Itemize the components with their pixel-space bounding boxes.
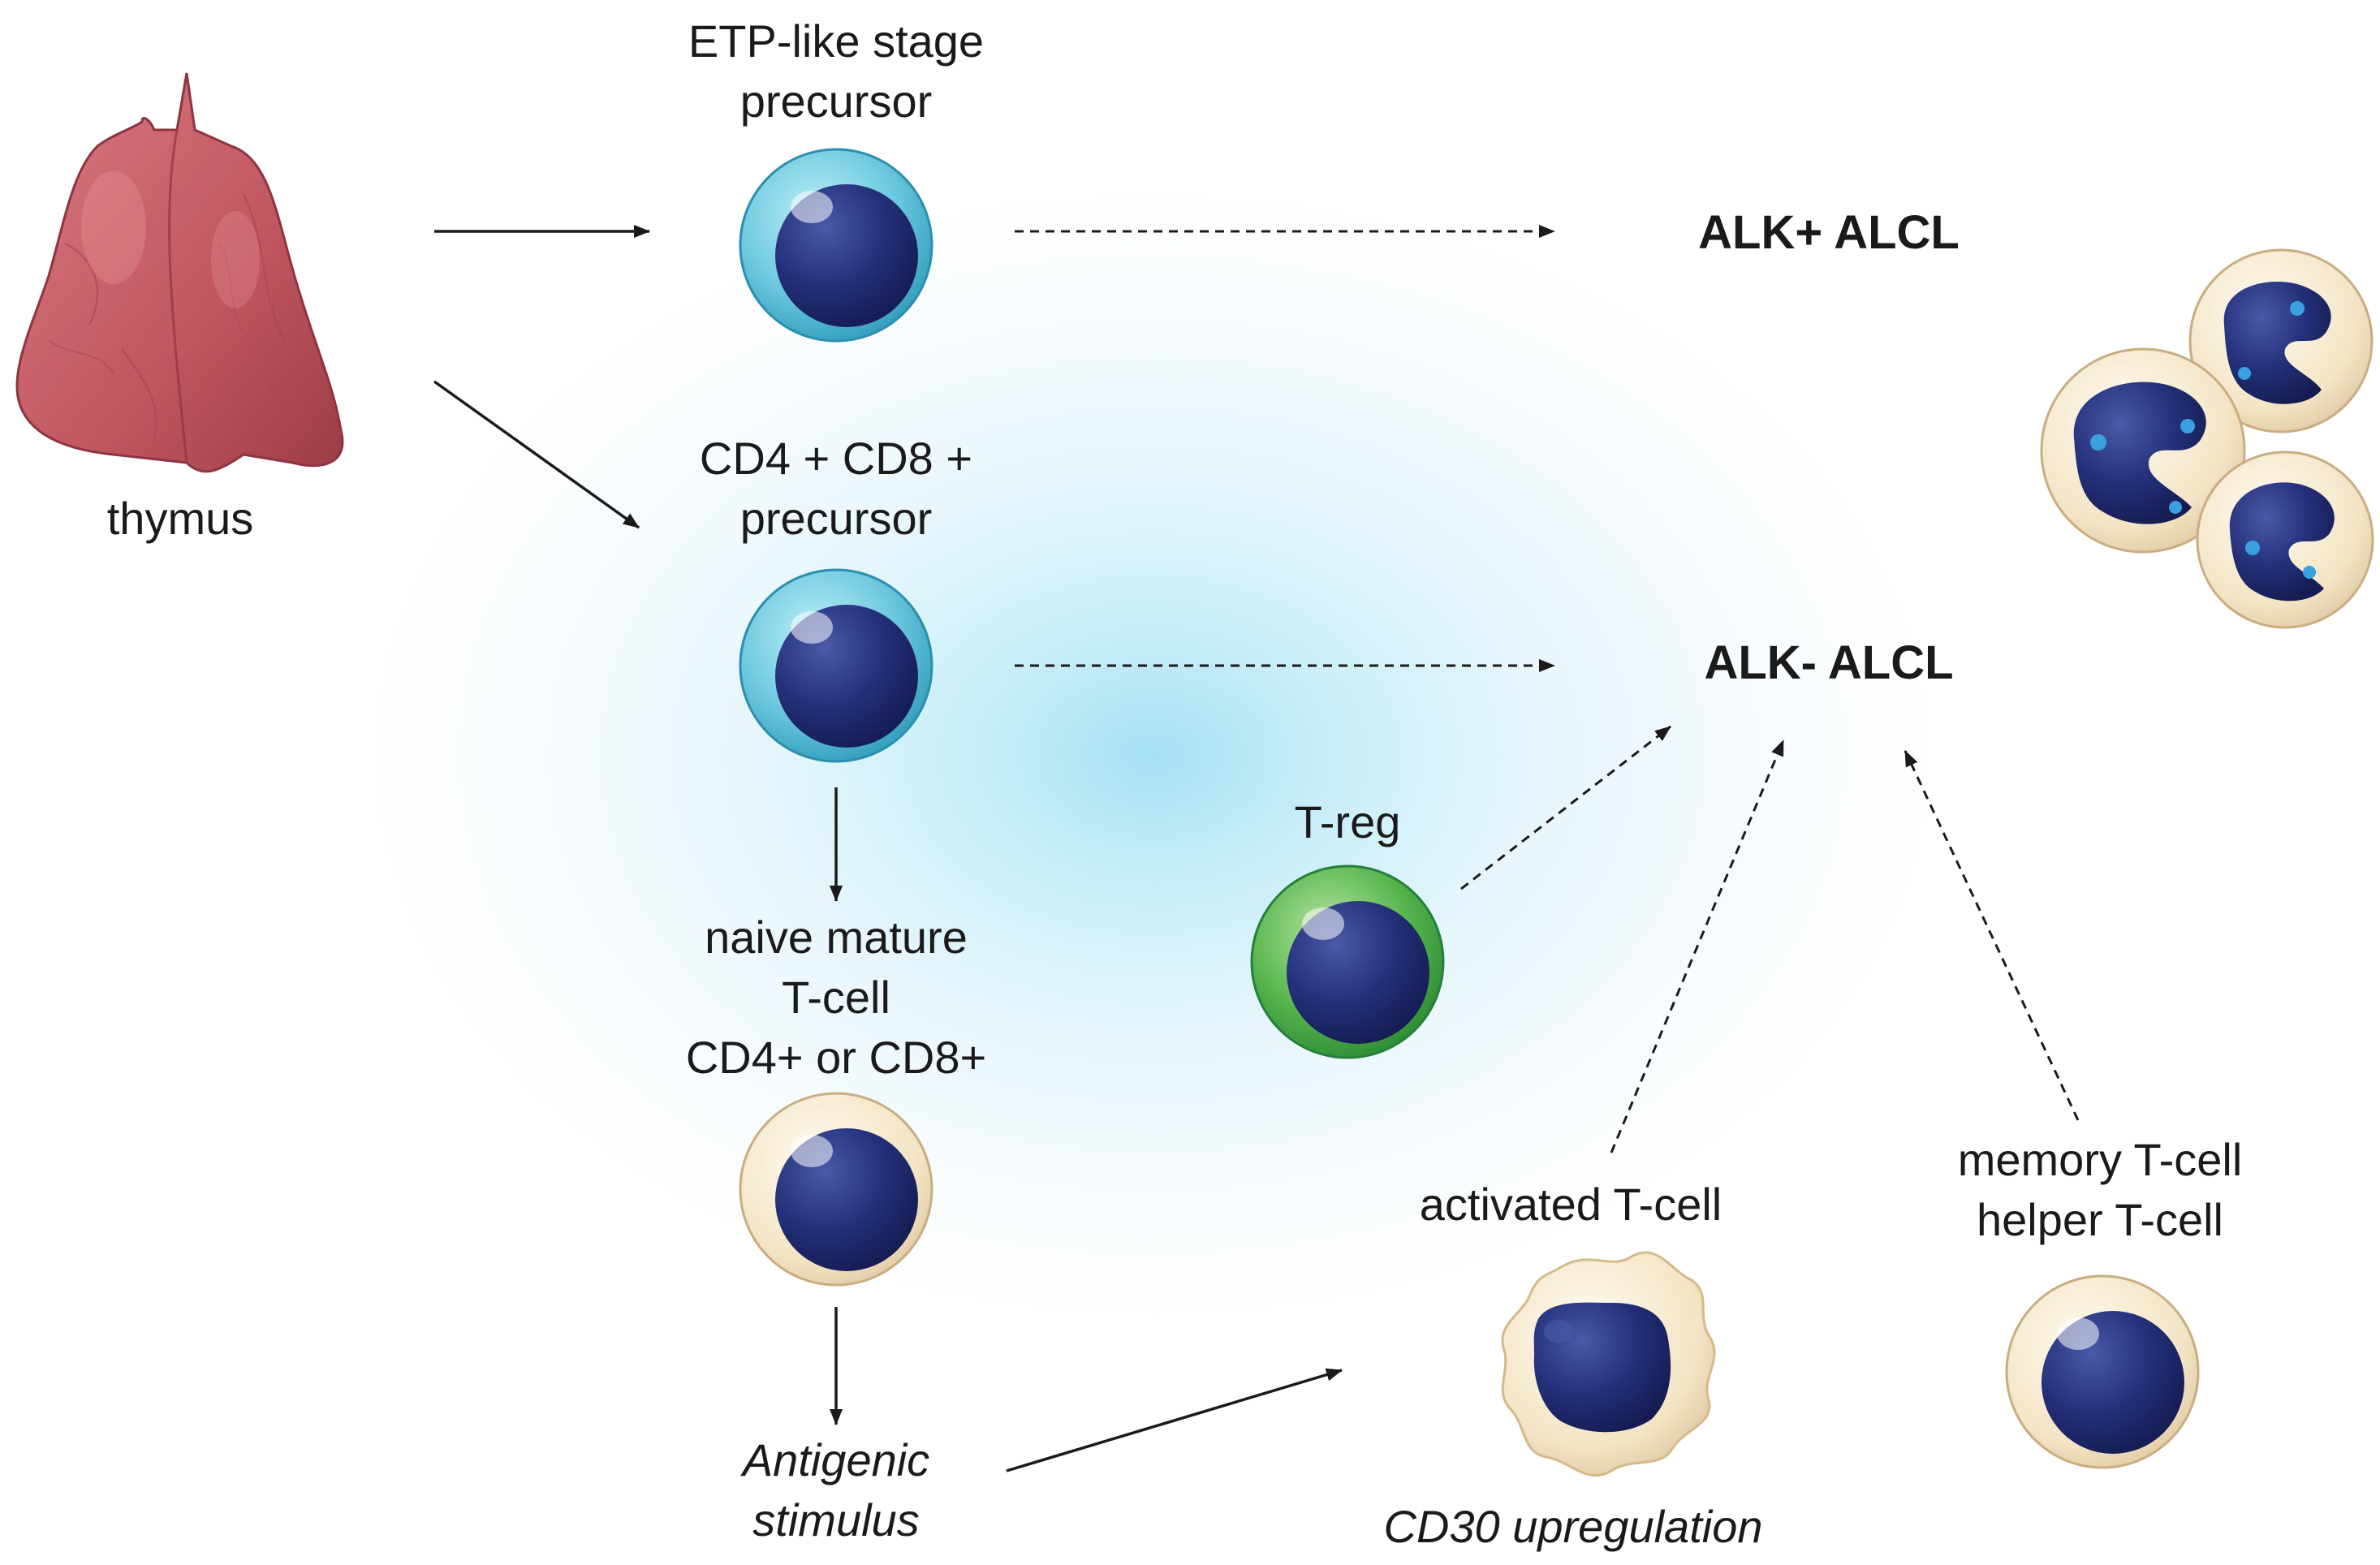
- antigenic-stimulus-label: Antigenic stimulus: [743, 1430, 929, 1550]
- dp-precursor-label-line-1: CD4 + CD8 +: [699, 433, 973, 484]
- naive-tcell-label: naive mature T-cell CD4+ or CD8+: [686, 908, 986, 1088]
- etp-precursor-label-line-2: precursor: [739, 75, 933, 127]
- alk-negative-alcl-label: ALK- ALCL: [1704, 636, 1954, 689]
- dp-precursor-label-line-2: precursor: [739, 493, 933, 544]
- alk-positive-alcl-label: ALK+ ALCL: [1698, 206, 1960, 259]
- cd30-upregulation-label: CD30 upregulation: [1383, 1501, 1763, 1552]
- activated-tcell-cell: [1501, 1251, 1716, 1477]
- thymus-illustration: [15, 72, 344, 473]
- dp-precursor-label: CD4 + CD8 + precursor: [700, 429, 972, 549]
- arrow-memory-to-alk-neg: [1904, 750, 2080, 1121]
- thymus-label: thymus: [106, 493, 254, 544]
- arrow-activated-to-alk-neg: [1610, 739, 1785, 1153]
- antigenic-stimulus-line-2: stimulus: [752, 1494, 920, 1546]
- arrow-treg-to-alk-neg: [1460, 725, 1671, 890]
- memory-tcell-cell: [2005, 1274, 2200, 1469]
- etp-precursor-cell: [739, 148, 933, 343]
- dp-precursor-cell: [739, 568, 933, 763]
- memory-tcell-label-line-2: helper T-cell: [1976, 1194, 2224, 1245]
- etp-precursor-label-line-1: ETP-like stage: [688, 15, 985, 67]
- naive-tcell-label-line-2: T-cell: [782, 972, 890, 1023]
- memory-tcell-label-line-1: memory T-cell: [1957, 1134, 2243, 1185]
- etp-precursor-label: ETP-like stage precursor: [688, 11, 984, 131]
- naive-tcell-label-line-1: naive mature: [705, 912, 968, 963]
- activated-tcell-label: activated T-cell: [1419, 1179, 1722, 1230]
- arrow-antigenic-to-activated: [1006, 1368, 1343, 1472]
- naive-tcell-label-line-3: CD4+ or CD8+: [685, 1032, 987, 1083]
- arrow-thymus-to-dp: [433, 380, 640, 529]
- alcl-cells-illustration: [2040, 248, 2374, 629]
- naive-tcell-cell: [739, 1092, 933, 1287]
- treg-label: T-reg: [1294, 796, 1401, 847]
- antigenic-stimulus-line-1: Antigenic: [742, 1434, 930, 1485]
- treg-cell: [1250, 864, 1445, 1059]
- memory-tcell-label: memory T-cell helper T-cell: [1958, 1130, 2243, 1250]
